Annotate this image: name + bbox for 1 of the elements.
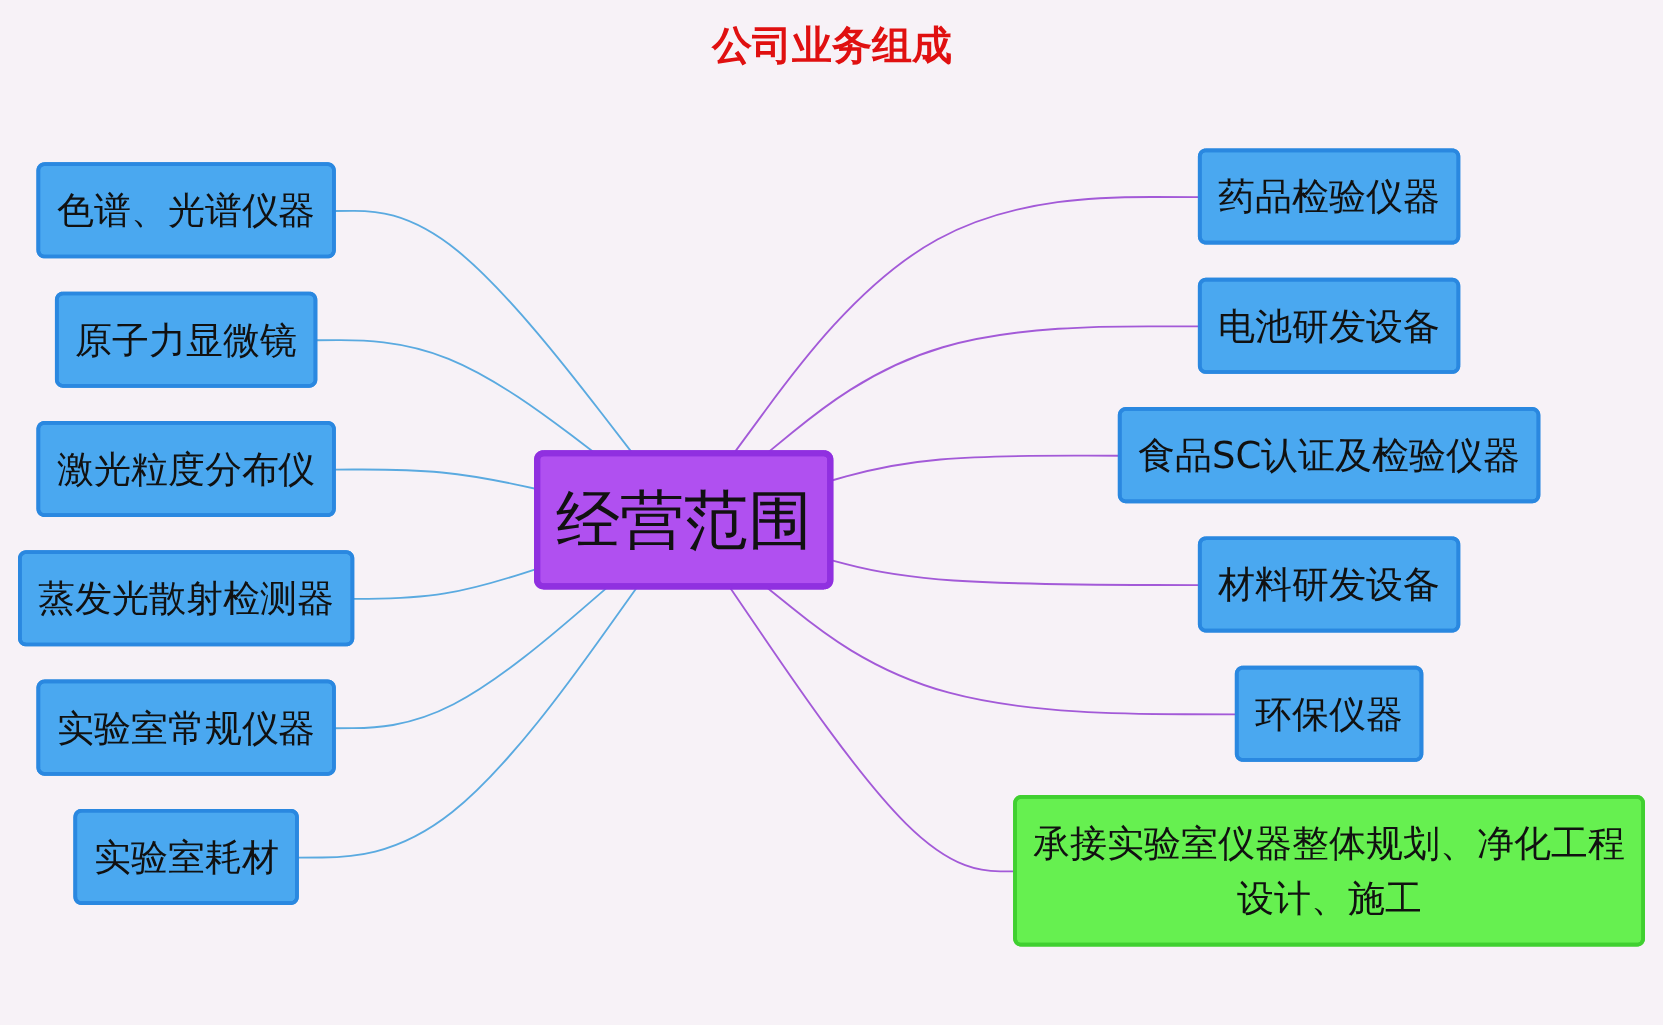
diagram-title: 公司业务组成	[710, 21, 953, 70]
